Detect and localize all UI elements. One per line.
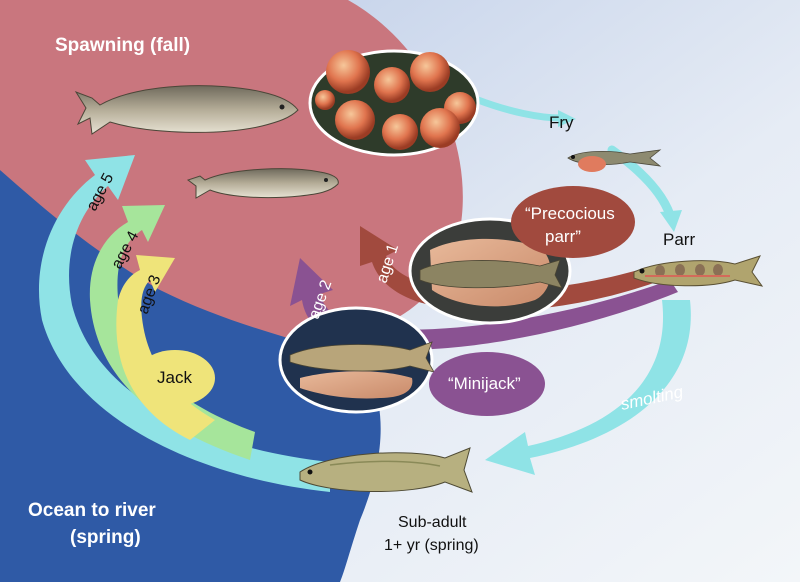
- ocean-label-line1: Ocean to river: [28, 500, 156, 521]
- parr-fish: [633, 255, 764, 287]
- precocious-label-line2: parr”: [545, 227, 581, 246]
- fry-label: Fry: [549, 113, 574, 132]
- eggs-to-fry-arrow: [474, 96, 564, 122]
- precocious-parr-bubble: [511, 186, 635, 258]
- subadult-label-line1: Sub-adult: [398, 514, 467, 531]
- age5-arrow: [38, 155, 331, 492]
- parr-label: Parr: [663, 230, 695, 249]
- jack-bubble: [135, 350, 215, 406]
- minijack-label: “Minijack”: [448, 374, 521, 393]
- fry-to-parr-arrowhead: [660, 210, 682, 232]
- minijack-in-hand-photo: [278, 306, 435, 414]
- precocious-label-line1: “Precocious: [525, 204, 615, 223]
- eggs-to-fry-arrowhead: [558, 110, 576, 127]
- salmon-eggs: [308, 49, 480, 157]
- adult-salmon-small: [186, 168, 339, 199]
- age3-arrow: [116, 255, 215, 440]
- adult-salmon-large: [74, 85, 299, 135]
- subadult-label-line2: 1+ yr (spring): [384, 537, 479, 554]
- smolting-arrow: [485, 300, 691, 475]
- spawning-label: Spawning (fall): [55, 35, 190, 56]
- jack-label: Jack: [157, 368, 192, 387]
- subadult-fish: [299, 447, 473, 493]
- fry-fish: [567, 149, 662, 172]
- age2-arrow: [290, 258, 678, 350]
- ocean-label-line2: (spring): [70, 527, 141, 548]
- minijack-bubble: [429, 352, 545, 416]
